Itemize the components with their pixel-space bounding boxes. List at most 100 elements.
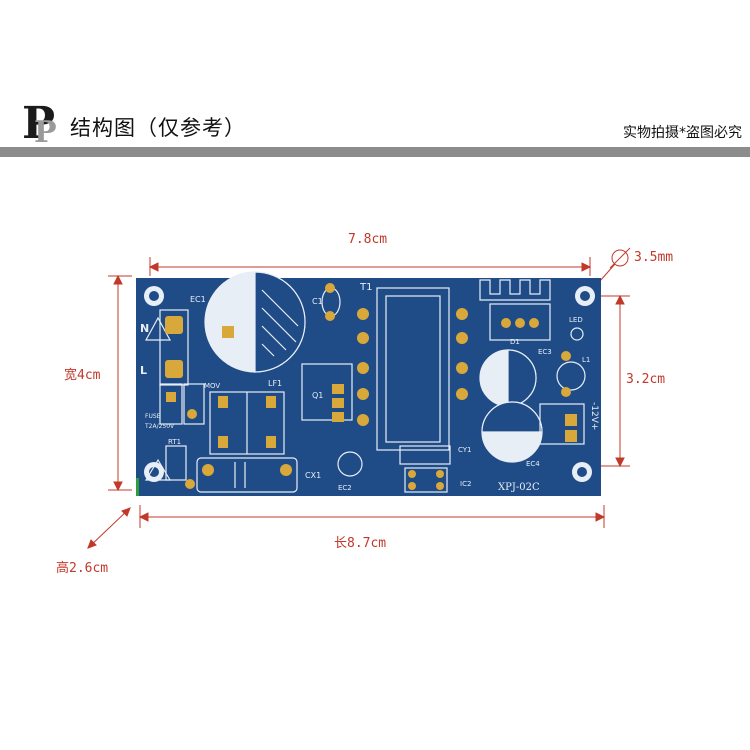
pad-cx1-a [202,464,214,476]
header: P P 结构图（仅参考） 实物拍摄*盗图必究 [0,0,750,170]
dim-right-height: 3.2cm [626,372,666,387]
label-fuse-rating: T2A/250V [144,423,175,430]
q1-box [301,363,353,421]
page-title: 结构图（仅参考） [70,116,246,140]
dim-hole-diameter: 3.5mm [634,250,674,265]
mount-hole-tl-center [149,291,159,301]
right-arrow-bottom [615,457,625,468]
board-model: XPJ-02C [498,482,540,493]
pad-q1-2 [332,398,344,408]
logo-letter: P [22,98,56,149]
ec2-capacitor [337,451,363,477]
label-mov: MOV [204,382,220,390]
board-labels: EC1 C1 T1 N L FUSE T2A/250V MOV LF1 Q1 R… [140,282,599,493]
pad-d1-2 [515,318,525,328]
logo-letter-shadow: P [34,115,57,150]
top-arrow-left [148,262,159,272]
label-fuse: FUSE [145,413,161,420]
left-arrow-top [113,274,123,285]
ec4-half [481,401,543,433]
fuse-body [159,383,183,425]
depth-arrow-top [121,507,131,517]
label-d1: D1 [510,338,520,346]
pad-ic2-1 [408,470,416,478]
diameter-symbol [611,249,629,267]
pad-output-b [565,430,577,442]
pad-d1-3 [529,318,539,328]
pad-t1-5 [357,414,369,426]
pad-c1-b [325,311,335,321]
left-arrow-bottom [113,481,123,492]
label-lf1: LF1 [268,379,282,388]
dimension-lines [87,247,631,549]
warning-icon-bottom [144,458,172,481]
depth-arrow-bottom [87,539,97,549]
label-ec2: EC2 [338,484,352,492]
pad-t1-7 [456,332,468,344]
dim-left-height: 宽4cm [64,368,101,383]
pad-q1-3 [332,412,344,422]
solder-pads [165,283,577,490]
label-q1: Q1 [312,391,323,400]
pad-t1-8 [456,362,468,374]
mount-hole-br-center [577,467,587,477]
rt1-body [165,445,187,481]
bottom-arrow-right [595,512,606,522]
pad-lf1-3 [266,396,276,408]
pad-led [561,351,571,361]
pad-l [165,360,183,378]
led-symbol [570,327,584,341]
t1-core [385,295,441,443]
pad-d1-1 [501,318,511,328]
pad-t1-2 [357,332,369,344]
pad-ic2-4 [436,482,444,490]
pad-t1-6 [456,308,468,320]
label-l: L [140,364,147,377]
label-c1: C1 [312,297,323,306]
pad-lf1-1 [218,396,228,408]
pad-output-a [565,414,577,426]
label-ec4: EC4 [526,460,540,468]
t1-transformer [376,287,450,451]
pad-t1-3 [357,362,369,374]
pad-mov [187,409,197,419]
depth-line [87,507,131,549]
pad-q1-1 [332,384,344,394]
pad-n [165,316,183,334]
mount-hole-tr-center [580,291,590,301]
heatsink [479,279,551,301]
pad-fuse [166,392,176,402]
copyright-note: 实物拍摄*盗图必究 [623,125,742,141]
header-divider [0,147,750,157]
bottom-arrow-left [138,512,149,522]
pad-rt1 [185,479,195,489]
label-cx1: CX1 [305,471,321,480]
pad-lf1-2 [218,436,228,448]
output-terminal [539,403,585,445]
pad-t1-9 [456,388,468,400]
pad-lf1-4 [266,436,276,448]
pad-ic2-3 [408,482,416,490]
label-output: -12V+ [589,402,599,430]
ic2-package [404,467,448,493]
pad-ic2-2 [436,470,444,478]
label-rt1: RT1 [168,438,181,446]
warning-icon-top [144,316,172,341]
label-n: N [140,322,149,335]
label-l1: L1 [582,356,590,364]
mounting-holes [144,286,595,482]
pad-c1-a [325,283,335,293]
pad-ec1-a [222,326,234,338]
d1-package [489,303,551,341]
board-edge-marker [136,478,139,496]
top-arrow-right [581,262,592,272]
diameter-slash [609,247,631,269]
ec1-hatch [261,289,299,357]
label-ic2: IC2 [460,480,471,488]
cx1-capacitor [196,457,298,493]
dim-top-width: 7.8cm [348,232,388,247]
pad-cx1-b [280,464,292,476]
dim-depth: 高2.6cm [56,561,109,576]
label-ec1: EC1 [190,295,206,304]
silkscreen [144,271,586,493]
